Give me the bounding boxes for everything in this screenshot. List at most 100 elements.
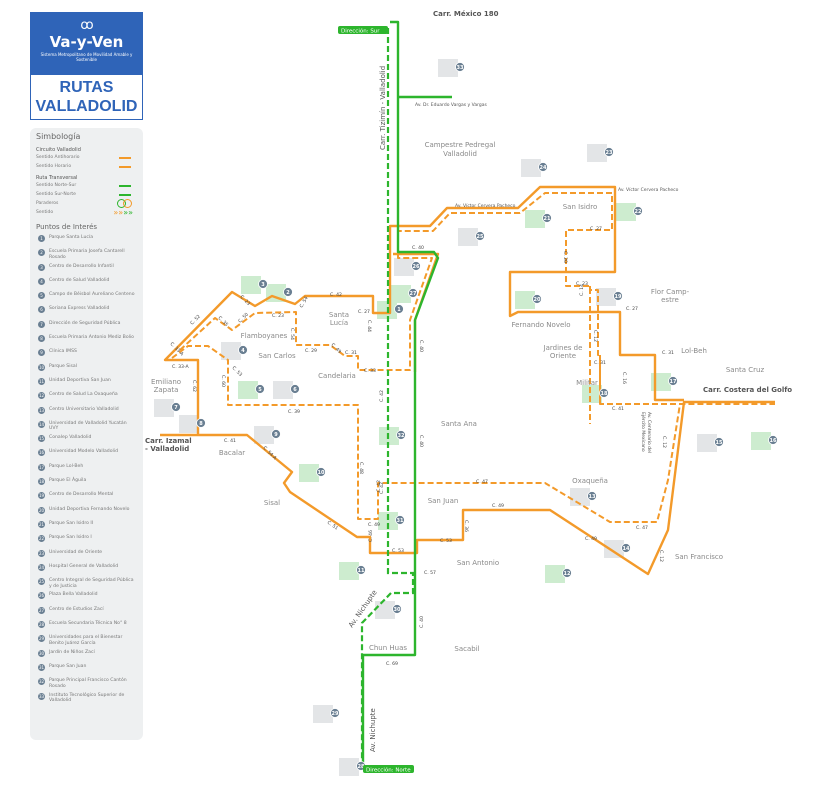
poi-name: Parque San Isidro II xyxy=(49,520,94,526)
poi-number-badge: 31 xyxy=(38,663,45,671)
poi-name: Centro de Salud La Oxaqueña xyxy=(49,392,118,398)
poi-marker[interactable]: 15 xyxy=(714,437,724,447)
poi-marker[interactable]: 5 xyxy=(255,384,265,394)
street-label: C. 33-A xyxy=(172,364,190,370)
poi-marker[interactable]: 19 xyxy=(613,291,623,301)
poi-name: Parque Santa Lucía xyxy=(49,235,94,240)
street-label: C. 23 xyxy=(272,313,284,319)
poi-name: Soriana Express Valladolid xyxy=(49,306,110,312)
poi-marker-circle xyxy=(613,291,623,301)
poi-marker[interactable]: 6 xyxy=(290,384,300,394)
poi-number-badge: 2 xyxy=(38,249,45,257)
road-label: - Valladolid xyxy=(145,445,189,453)
legend-sn-label: Sentido Sur-Norte xyxy=(36,192,76,197)
neighborhood-label: San Carlos xyxy=(258,352,296,360)
poi-marker[interactable]: 32 xyxy=(396,430,406,440)
poi-name: Clínica IMSS xyxy=(49,349,77,355)
street-label: C. 48 xyxy=(358,462,364,474)
neighborhood-label: Sisal xyxy=(264,499,280,507)
poi-marker[interactable]: 26 xyxy=(411,261,421,271)
poi-area xyxy=(221,342,241,360)
poi-number-badge: 17 xyxy=(38,463,45,471)
poi-marker[interactable]: 33 xyxy=(455,62,465,72)
poi-marker[interactable]: 10 xyxy=(316,467,326,477)
poi-number-badge: 22 xyxy=(38,535,45,543)
poi-area xyxy=(545,565,565,583)
poi-marker[interactable]: 27 xyxy=(408,288,418,298)
street-label: C. 53 xyxy=(392,548,404,554)
legend-dir: Sentido »»»» xyxy=(36,208,143,217)
neighborhood-label: estre xyxy=(661,296,679,304)
poi-marker[interactable]: 17 xyxy=(668,376,678,386)
poi-marker[interactable]: 25 xyxy=(475,231,485,241)
poi-marker-circle xyxy=(392,604,402,614)
poi-marker-circle xyxy=(356,565,366,575)
legend-stops-label: Paraderos xyxy=(36,201,59,206)
poi-marker-circle xyxy=(621,543,631,553)
poi-marker[interactable]: 29 xyxy=(330,708,340,718)
poi-marker[interactable]: 4 xyxy=(238,345,248,355)
orange-chevron-icon: »» xyxy=(113,208,124,217)
poi-number-badge: 21 xyxy=(38,520,45,528)
poi-marker[interactable]: 16 xyxy=(768,435,778,445)
street-label: C. 42 xyxy=(379,482,385,494)
road-label: Av. Víctor Cervera Pacheco xyxy=(618,186,679,193)
orange-route-antihorario xyxy=(171,192,775,523)
infinity-logo-icon: ꝏ xyxy=(80,18,93,33)
direction-south-badge: Dirección: Sur xyxy=(338,26,388,35)
brand-name: Va-y-Ven xyxy=(49,33,124,51)
neighborhood-label: Oriente xyxy=(550,352,576,360)
orange-solid-swatch xyxy=(119,166,131,168)
poi-marker-circle xyxy=(330,708,340,718)
poi-marker[interactable]: 21 xyxy=(542,213,552,223)
poi-marker[interactable]: 20 xyxy=(532,294,542,304)
street-label: C. 44 xyxy=(366,320,372,332)
poi-marker[interactable]: 9 xyxy=(271,429,281,439)
poi-marker[interactable]: 22 xyxy=(633,206,643,216)
green-chevron-icon: »» xyxy=(123,208,133,217)
poi-area xyxy=(299,464,319,482)
poi-marker[interactable]: 23 xyxy=(604,147,614,157)
poi-marker[interactable]: 13 xyxy=(587,491,597,501)
page-title-line2: VALLADOLID xyxy=(35,98,138,115)
street-label: C. 23 xyxy=(576,281,588,287)
poi-marker[interactable]: 8 xyxy=(196,418,206,428)
poi-marker[interactable]: 3 xyxy=(258,279,268,289)
neighborhood-label: San Francisco xyxy=(675,553,723,561)
poi-marker[interactable]: 2 xyxy=(283,287,293,297)
poi-marker[interactable]: 14 xyxy=(621,543,631,553)
legend-ns-label: Sentido Norte-Sur xyxy=(36,183,77,188)
poi-marker[interactable]: 12 xyxy=(562,568,572,578)
poi-marker-number: 18 xyxy=(601,391,608,397)
street-label: C. 41 xyxy=(224,438,236,444)
poi-marker[interactable]: 24 xyxy=(538,162,548,172)
poi-number-badge: 26 xyxy=(38,592,45,600)
poi-marker[interactable]: 31 xyxy=(395,515,405,525)
poi-marker-number: 15 xyxy=(716,440,723,446)
poi-marker[interactable]: 30 xyxy=(392,604,402,614)
poi-name: Plaza Bella Valladolid xyxy=(49,592,98,598)
legend-hor-label: Sentido Horario xyxy=(36,164,72,169)
poi-marker[interactable]: 18 xyxy=(599,388,609,398)
poi-marker-number: 12 xyxy=(564,571,571,577)
street-label: C. 12 xyxy=(661,436,667,448)
poi-number-badge: 20 xyxy=(38,506,45,514)
poi-marker-number: 16 xyxy=(770,438,777,444)
poi-marker[interactable]: 1 xyxy=(394,304,404,314)
neighborhood-label: Candelaria xyxy=(318,372,356,380)
neighborhood-label: San Juan xyxy=(428,497,459,505)
poi-marker-number: 32 xyxy=(398,433,405,439)
poi-number-badge: 16 xyxy=(38,449,45,457)
poi-marker[interactable]: 11 xyxy=(356,565,366,575)
poi-marker-number: 10 xyxy=(318,470,325,476)
poi-marker[interactable]: 7 xyxy=(171,402,181,412)
poi-name: Universidad Modelo Valladolid xyxy=(49,449,118,455)
poi-area xyxy=(391,285,411,303)
neighborhood-label: Oxaqueña xyxy=(572,477,608,485)
